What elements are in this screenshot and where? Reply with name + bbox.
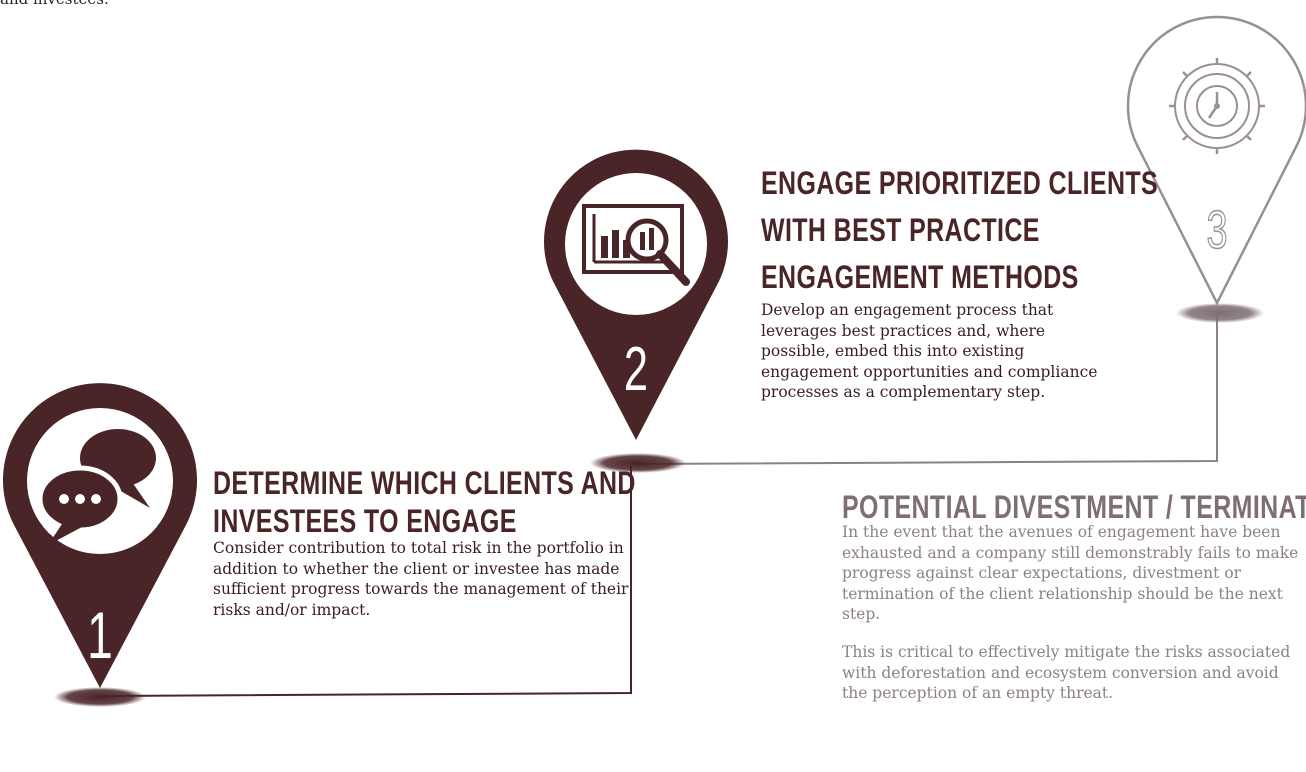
location-pin-2: 2 — [544, 149, 728, 441]
gear-clock-icon — [1169, 58, 1265, 154]
chart-magnifier-icon — [582, 204, 690, 286]
location-pin-1: 1 — [2, 383, 198, 688]
step-2-title-line-1: Engage prioritized clients — [761, 165, 1159, 201]
step-2-title: Engage prioritized clients with best pra… — [761, 160, 1158, 301]
step-1-title-line-2: investees to engage — [213, 503, 517, 539]
connector-line-1-2 — [99, 466, 632, 697]
step-2-title-line-3: engagement methods — [761, 259, 1079, 295]
pin-number-3: 3 — [1206, 199, 1227, 259]
step-3-title-line-1: Potential divestment / termination — [842, 489, 1306, 525]
speech-bubbles-icon — [37, 429, 156, 545]
step-1-title: Determine which clients and investees to… — [213, 464, 636, 540]
step-3-description-2: This is critical to effectively mitigate… — [842, 643, 1291, 702]
step-2-description: Develop an engagement process that lever… — [761, 301, 1098, 401]
pin-number-1: 1 — [87, 599, 113, 673]
step-3-title: Potential divestment / termination — [842, 489, 1306, 525]
step-1-title-line-1: Determine which clients and — [213, 465, 636, 501]
pin-shadow-3 — [1176, 303, 1264, 323]
step-2-title-line-2: with best practice — [761, 212, 1040, 248]
pin-number-2: 2 — [624, 336, 648, 404]
top-text-fragment: and investees. — [0, 0, 109, 9]
step-1-description: Consider contribution to total risk in t… — [213, 539, 629, 619]
step-3-description: In the event that the avenues of engagem… — [842, 523, 1299, 623]
pin-shadow-2 — [590, 453, 686, 473]
connector-line-2-3 — [635, 313, 1218, 465]
pin-shadow-1 — [54, 687, 146, 707]
